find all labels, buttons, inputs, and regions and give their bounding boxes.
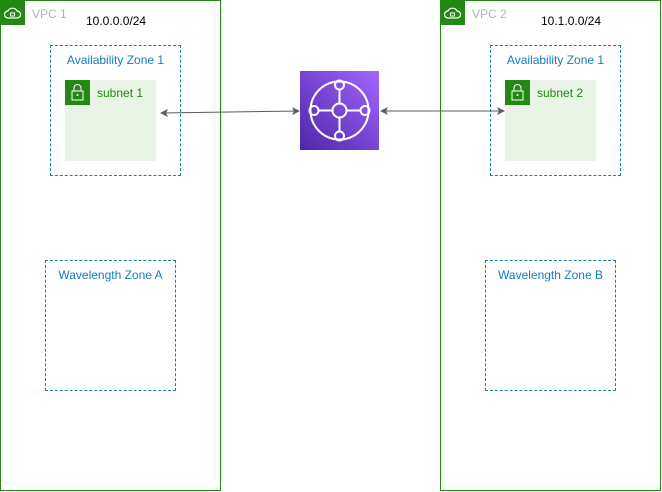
zone-label: Availability Zone 1 — [66, 53, 165, 67]
subnet-2: subnet 2 — [505, 80, 596, 161]
availability-zone: Availability Zone 1 — [490, 45, 621, 176]
transit-gateway-icon — [308, 79, 371, 142]
vpc-cidr: 10.1.0.0/24 — [541, 14, 602, 28]
subnet-1: subnet 1 — [65, 80, 156, 161]
lock-icon — [505, 80, 530, 105]
wavelength-zone-a: Wavelength Zone A — [45, 260, 176, 391]
subnet-label: subnet 2 — [537, 86, 584, 100]
lock-icon — [65, 80, 90, 105]
zone-label: Wavelength Zone A — [58, 268, 163, 282]
zone-label: Wavelength Zone B — [498, 268, 603, 282]
vpc-label: VPC 2 — [472, 7, 507, 21]
vpc-2: VPC 2 10.1.0.0/24 — [440, 0, 661, 491]
vpc-cloud-lock-icon — [0, 0, 25, 25]
arrow-subnet1-gateway — [160, 107, 300, 117]
wavelength-zone-b: Wavelength Zone B — [485, 260, 616, 391]
transit-gateway — [300, 71, 379, 150]
vpc-label: VPC 1 — [32, 7, 67, 21]
vpc-cidr: 10.0.0.0/24 — [86, 14, 147, 28]
zone-label: Availability Zone 1 — [506, 53, 605, 67]
subnet-label: subnet 1 — [97, 86, 144, 100]
vpc-cloud-lock-icon — [440, 0, 465, 25]
availability-zone: Availability Zone 1 — [50, 45, 181, 176]
vpc-1: VPC 1 10.0.0.0/24 — [0, 0, 221, 491]
